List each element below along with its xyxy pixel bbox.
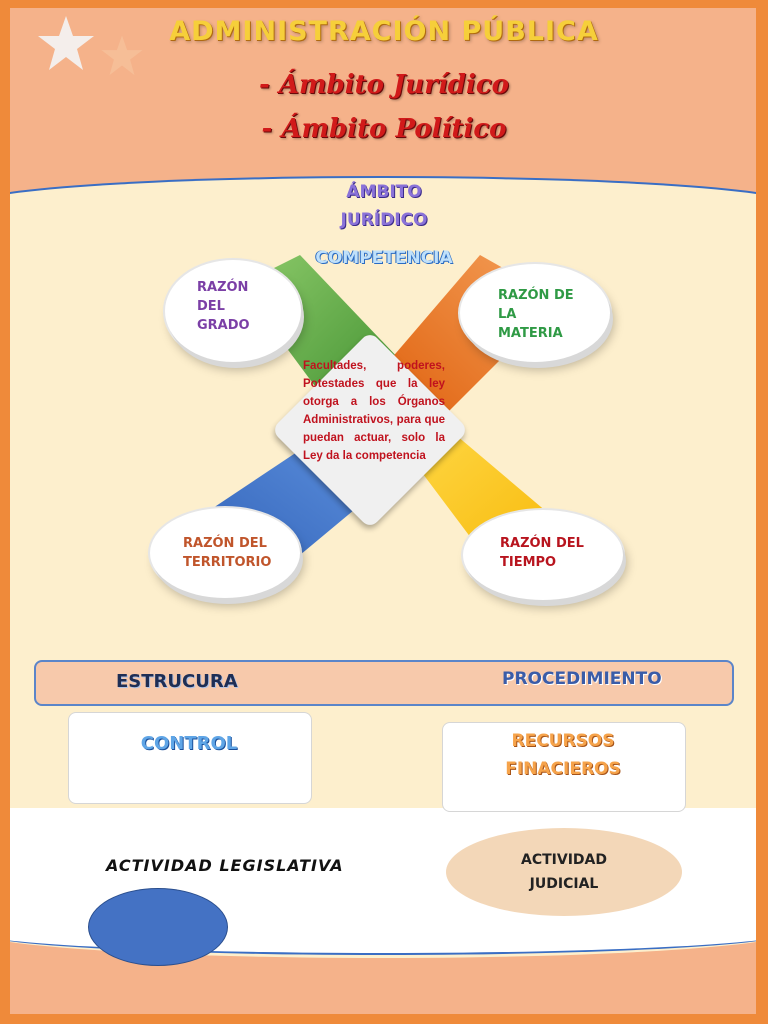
razon-territorio-label: RAZÓN DEL TERRITORIO	[183, 536, 272, 570]
poster-background	[10, 8, 756, 1014]
judicial-oval	[446, 828, 682, 916]
competencia-definition: Facultades, poderes, Potestades que la l…	[303, 360, 445, 462]
ambito-heading-line2: JURÍDICO	[340, 210, 428, 230]
procedimiento-label: PROCEDIMIENTO	[502, 669, 662, 689]
ambito-heading-line1: ÁMBITO	[346, 182, 422, 202]
oval-grado	[165, 260, 301, 362]
razon-tiempo-label: RAZÓN DEL TIEMPO	[500, 536, 584, 570]
blue-oval-shape	[88, 888, 228, 966]
control-label: CONTROL	[140, 733, 238, 754]
estructura-label: ESTRUCURA	[116, 671, 238, 692]
recursos-card	[442, 722, 686, 812]
razon-grado-label: RAZÓN DEL GRADO	[197, 280, 250, 333]
oval-tiempo	[463, 510, 623, 600]
razon-materia-label: RAZÓN DE LA MATERIA	[498, 288, 574, 341]
recursos-label: RECURSOS FINACIEROS	[505, 731, 621, 779]
page-title: ADMINISTRACIÓN PÚBLICA	[169, 16, 599, 47]
subtitle-politico: - Ámbito Político	[261, 114, 507, 144]
star-icon	[38, 16, 94, 70]
control-card	[68, 712, 312, 804]
competencia-heading: COMPETENCIA	[315, 248, 453, 268]
estructura-procedimiento-bar	[34, 660, 734, 706]
star-faint-icon	[101, 35, 143, 76]
subtitle-juridico: - Ámbito Jurídico	[259, 70, 509, 100]
oval-territorio	[150, 508, 300, 598]
actividad-judicial-label: ACTIVIDAD JUDICIAL	[521, 852, 607, 892]
actividad-legislativa-label: ACTIVIDAD LEGISLATIVA	[106, 856, 344, 875]
oval-materia	[460, 264, 610, 362]
